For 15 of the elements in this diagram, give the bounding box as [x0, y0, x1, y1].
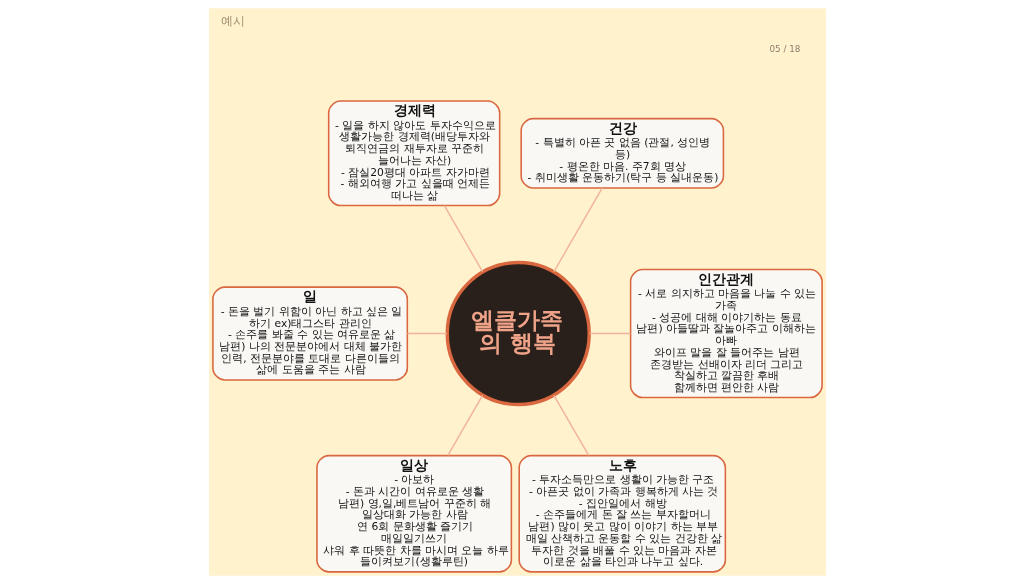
node-circle: 엘클가족의 행복	[445, 260, 591, 407]
node-box: 노후 - 투자소득만으로 생활이 가능한 구조 - 아픈곳 없이 가족과 행복하게 사는 것 - 집안일에서 해방 - 손주들에게 돈 잘 쓰는 부자할머니 남편) 많이 웃고 많이 이야기 하는 부부 매일 산책하고 운동할 수 있는 건강한 삶 투자한 것을 배풀 수 있는 마음과 자본 이로운 삶을 타인과 나누고 싶다.	[518, 454, 727, 573]
diagram-title: 예시	[220, 14, 245, 29]
node-box: 일상 - 아보하 - 돈과 시간이 여유로운 생활 남편) 영,일,베트남어 꾸준히 해 일상대화 가능한 사람 연 6회 문화생활 즐기기 매일일기쓰기 샤워 후 따뜻한 차를 마시며 오늘 하루 들이켜보기(생활루틴)	[316, 454, 513, 573]
node-box: 건강 - 특별히 아픈 곳 없음 (관절, 성인병 등) - 평온한 마음. 주7회 명상 - 취미생활 운동하기(탁구 등 실내운동)	[520, 117, 725, 189]
label: 05 / 18	[769, 44, 801, 55]
node-box: 경제력 - 일을 하지 않아도 투자수익으로 생활가능한 경제력(배당투자와 퇴직연금의 재투자로 꾸준히 늘어나는 자산) - 잠실20평대 아파트 자가마련 - 해외여행 가고 싶을때 언제든 떠나는 삶	[327, 100, 501, 207]
connector	[588, 332, 632, 335]
node-box: 일 - 돈을 벌기 위함이 아닌 하고 싶은 일 하기 ex)태그스타 관리인 - 손주를 봐줄 수 있는 여유로운 삶 남편) 나의 전문분야에서 대체 불가한 인력, 전문분야를 토대로 다른이들의 삶에 도움을 주는 사람	[212, 286, 409, 381]
connector	[553, 394, 590, 457]
connector	[447, 394, 484, 457]
connector	[406, 332, 448, 335]
connector	[443, 204, 484, 273]
connector	[553, 187, 603, 273]
node-box: 인간관계 - 서로 의지하고 마음을 나눌 수 있는 가족 - 성공에 대해 이야기하는 동료 남편) 아들딸과 잘놀아주고 이해하는 아빠 와이프 말을 잘 들어주는 남편 존경받는 선배이자 리더 그리고 착실하고 깔끔한 후배 함께하면 편안한 사람	[629, 268, 823, 399]
